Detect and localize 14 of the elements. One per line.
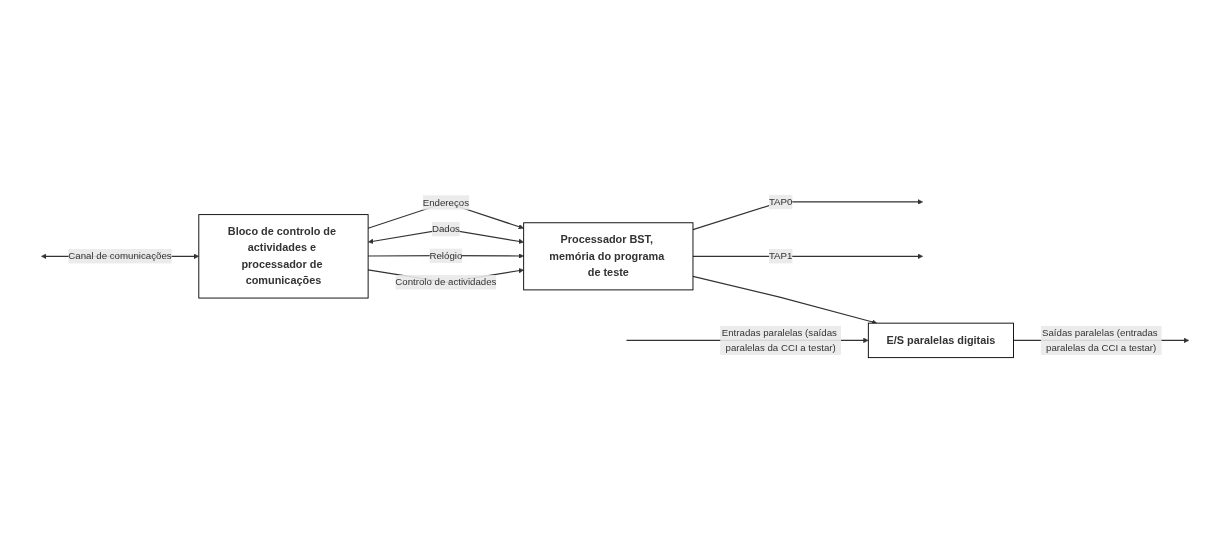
node-box: E/S paralelas digitais bbox=[867, 322, 1014, 359]
edge-label: TAP1 bbox=[768, 251, 793, 262]
edge-label: Relógio bbox=[429, 250, 463, 261]
edge-label: Saídas paralelas (entradas paralelas da CCI a testar) bbox=[1042, 327, 1158, 353]
node-box: Processador BST, memória do programa de teste bbox=[523, 222, 694, 291]
edge-label: Controlo de actividades bbox=[395, 277, 497, 288]
edge-label: Endereços bbox=[422, 197, 470, 208]
edge-label: Dados bbox=[431, 223, 460, 235]
arrow bbox=[692, 253, 923, 260]
edge-label: Canal de comunicações bbox=[68, 251, 172, 262]
edge-label: Entradas paralelas (saídas paralelas da CCI a testar) bbox=[721, 327, 837, 353]
edge-label: TAP0 bbox=[768, 196, 793, 208]
arrow bbox=[692, 199, 923, 231]
node-box: Bloco de controlo de actividades e processador de comunicações bbox=[198, 214, 369, 299]
